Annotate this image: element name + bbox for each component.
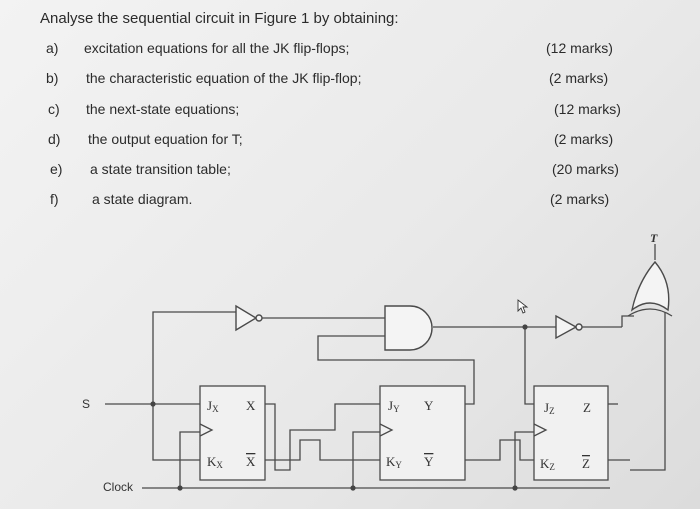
xbar-to-ky-wire	[265, 439, 380, 461]
question-part-c: c) the next-state equations; (12 marks)	[48, 101, 688, 123]
and-gate	[384, 305, 433, 351]
junction-dot	[522, 324, 528, 330]
part-marks: (2 marks)	[554, 131, 614, 147]
ybar-to-kz-wire	[465, 439, 534, 461]
part-letter: e)	[50, 161, 63, 177]
part-marks: (2 marks)	[550, 191, 610, 207]
pin-ybar: Y	[424, 454, 434, 469]
part-marks: (20 marks)	[552, 161, 619, 177]
clk-y-wire	[352, 431, 380, 488]
x-to-jy-wire	[265, 403, 380, 471]
and-input-wire	[317, 335, 475, 405]
pin-kz: KZ	[540, 456, 555, 472]
part-marks: (2 marks)	[549, 70, 609, 86]
junction-dot	[350, 485, 356, 491]
circuit-wires	[105, 244, 666, 489]
question-part-a: a) excitation equations for all the JK f…	[46, 40, 686, 62]
jz-wire	[524, 327, 534, 405]
clock-label: Clock	[103, 480, 134, 494]
kx-wire	[152, 404, 200, 461]
clk-x-wire	[179, 431, 200, 488]
part-letter: d)	[48, 131, 61, 147]
output-t-label: T	[650, 231, 658, 245]
pin-xbar: X	[246, 454, 256, 469]
junction-dot	[177, 485, 183, 491]
pin-x: X	[246, 398, 256, 413]
part-marks: (12 marks)	[554, 101, 621, 117]
inverter-gate-2	[555, 314, 583, 340]
feedback-wire-top	[152, 311, 236, 404]
clock-triangle	[379, 423, 394, 437]
flipflop-y: JY Y KY Y	[379, 385, 466, 481]
pin-jy: JY	[388, 398, 400, 414]
pin-kx: KX	[207, 454, 223, 470]
part-text: the next-state equations;	[86, 101, 240, 117]
pin-zbar: Z	[582, 456, 590, 471]
flipflop-x-box	[199, 385, 266, 481]
question-title: Analyse the sequential circuit in Figure…	[40, 10, 399, 27]
question-part-b: b) the characteristic equation of the JK…	[46, 70, 686, 92]
pin-jx: JX	[207, 398, 219, 414]
mouse-cursor-icon	[517, 299, 529, 314]
xor-input1-wire	[621, 315, 634, 327]
junction-dot	[512, 485, 518, 491]
part-text: a state diagram.	[92, 191, 193, 207]
pin-z: Z	[583, 400, 591, 415]
part-text: a state transition table;	[90, 161, 231, 177]
flipflop-y-box	[379, 385, 466, 481]
xor-gate	[627, 260, 673, 317]
pin-jz: JZ	[544, 400, 555, 416]
question-parts-list: a) excitation equations for all the JK f…	[0, 0, 700, 230]
clk-z-wire	[514, 431, 534, 488]
flipflop-x: JX X KX X	[199, 385, 266, 481]
clock-triangle	[533, 423, 548, 437]
flipflop-z: JZ Z KZ Z	[533, 385, 609, 481]
part-text: excitation equations for all the JK flip…	[84, 40, 350, 56]
pin-ky: KY	[386, 454, 402, 470]
part-marks: (12 marks)	[546, 40, 613, 56]
junction-dot	[150, 401, 156, 407]
question-part-d: d) the output equation for T; (2 marks)	[48, 131, 688, 153]
input-s-label: S	[82, 397, 90, 411]
part-text: the characteristic equation of the JK fl…	[86, 70, 362, 86]
part-letter: a)	[46, 40, 59, 56]
part-letter: f)	[50, 191, 59, 207]
question-part-e: e) a state transition table; (20 marks)	[50, 161, 690, 183]
part-letter: b)	[46, 70, 59, 86]
part-text: the output equation for T;	[88, 131, 243, 147]
part-letter: c)	[48, 101, 60, 117]
pin-y: Y	[424, 398, 434, 413]
flipflop-z-box	[533, 385, 609, 481]
inverter-gate-1	[235, 304, 263, 332]
clock-triangle	[199, 423, 214, 437]
xor-input2-wire	[630, 312, 666, 471]
question-part-f: f) a state diagram. (2 marks)	[50, 191, 690, 213]
